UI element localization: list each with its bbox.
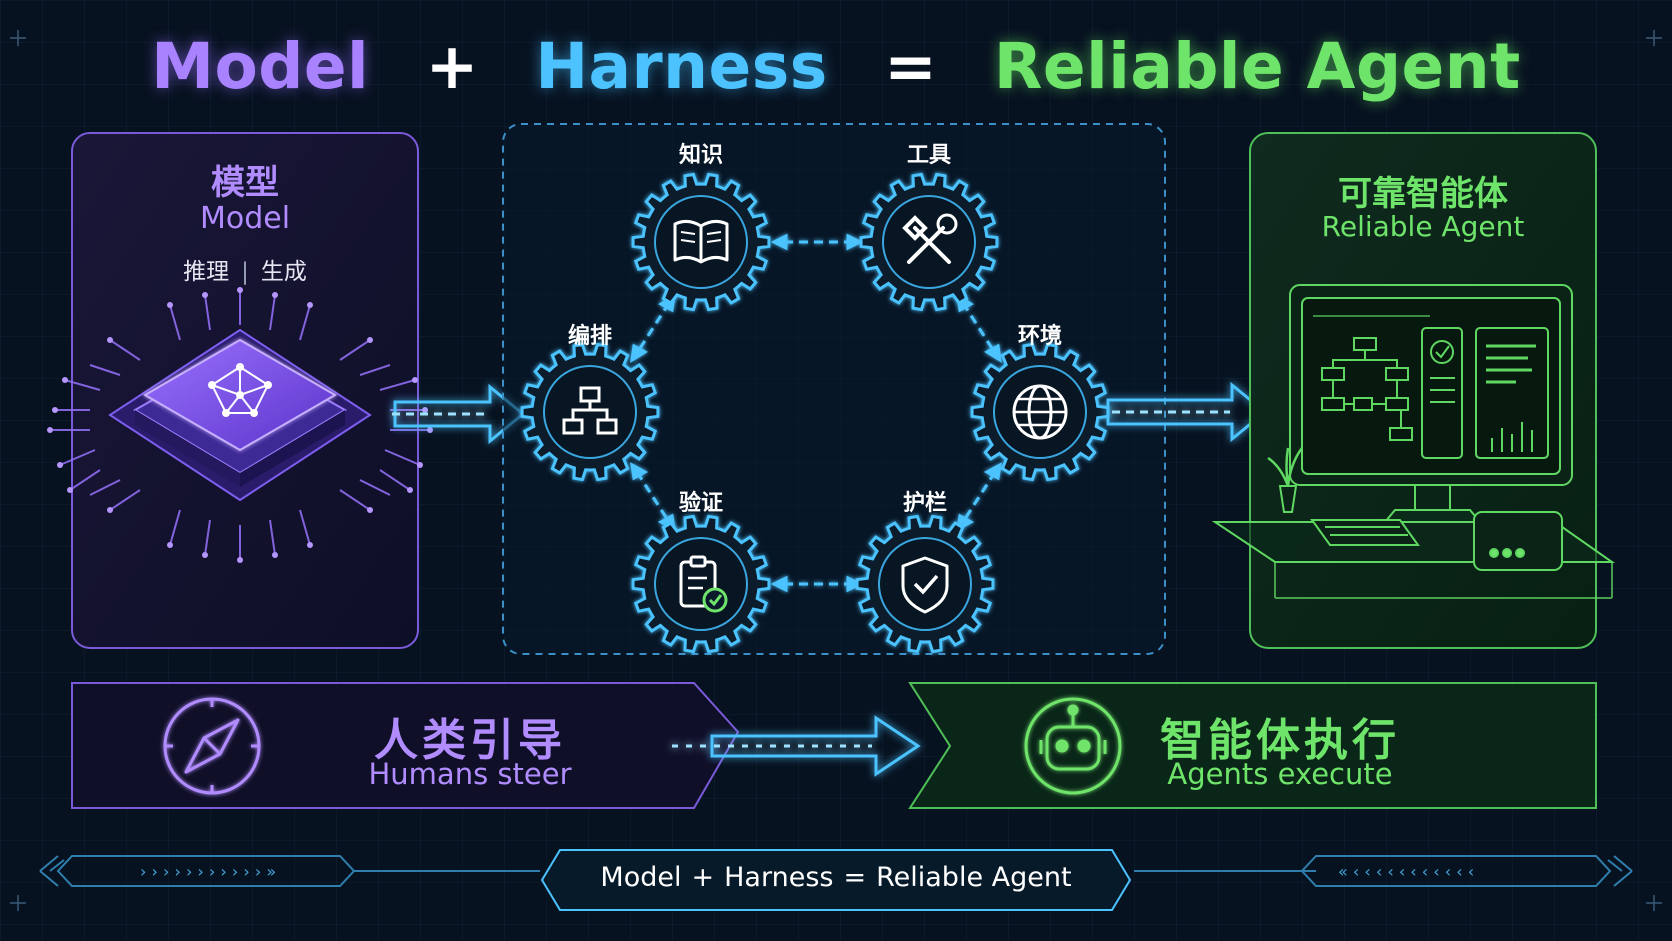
footer-model: Model [600, 862, 682, 893]
model-subtitle: 推理 | 生成 [72, 252, 418, 286]
gear-clipboard-check [631, 514, 771, 654]
tools-icon [902, 213, 958, 264]
compass-icon [163, 697, 261, 795]
model-title-zh: 模型 [211, 163, 279, 203]
model-title-en: Model [199, 201, 291, 236]
harness-gears [520, 172, 1110, 654]
gear-label-guardrails: 护栏 [902, 491, 948, 516]
workstation-icon [1211, 284, 1616, 599]
svg-text:« ‹ ‹ ‹ ‹ ‹ ‹ ‹ ‹ ‹ ‹ ‹: « ‹ ‹ ‹ ‹ ‹ ‹ ‹ ‹ ‹ ‹ ‹ [1338, 862, 1474, 881]
agent-title-en: Reliable Agent [1321, 210, 1525, 243]
footer-agent: Reliable Agent [876, 862, 1072, 893]
shield-check-icon [901, 556, 949, 614]
corner-marks [10, 30, 1662, 911]
gear-globe [970, 342, 1110, 482]
page-title: Model + Harness = Reliable Agent [0, 30, 1672, 103]
gear-label-knowledge: 知识 [678, 143, 724, 168]
gear-book [631, 172, 771, 312]
steer-panel [71, 682, 740, 809]
title-plus: + [425, 30, 479, 103]
footer-chevrons: › › › › › › › › › › › » « ‹ ‹ ‹ ‹ ‹ ‹ ‹ … [140, 862, 1474, 881]
footer-plus: + [691, 862, 715, 893]
model-sub-reasoning: 推理 [183, 259, 230, 285]
title-equals: = [884, 30, 938, 103]
agent-title-zh: 可靠智能体 [1338, 174, 1508, 214]
steer-title-zh: 人类引导 [374, 715, 566, 766]
execute-panel [908, 682, 1597, 809]
footer-formula: Model + Harness = Reliable Agent [560, 862, 1112, 893]
model-sub-separator: | [241, 259, 249, 285]
title-model: Model [151, 30, 370, 103]
gear-label-verification: 验证 [678, 491, 724, 516]
execute-title-en: Agents execute [1167, 757, 1393, 791]
gear-inner-ring [543, 365, 637, 459]
model-sub-generation: 生成 [260, 259, 307, 285]
gear-shield-check [855, 514, 995, 654]
steer-title-en: Humans steer [368, 757, 572, 791]
gear-label-environment: 环境 [1017, 324, 1063, 349]
arrow-harness-to-agent [1106, 381, 1268, 443]
ai-chip-icon [47, 287, 433, 563]
execute-title-zh: 智能体执行 [1160, 715, 1400, 766]
gear-tools [859, 172, 999, 312]
footer-harness: Harness [724, 862, 834, 893]
robot-icon [1024, 697, 1122, 795]
footer-decoration [39, 849, 1633, 911]
clipboard-check-icon [679, 555, 728, 613]
gear-inner-ring [878, 537, 972, 631]
footer-equals: = [843, 862, 867, 893]
svg-text:› › › › › › › › › › › »: › › › › › › › › › › › » [140, 862, 276, 881]
gear-inner-ring [654, 537, 748, 631]
gear-label-tools: 工具 [906, 143, 952, 168]
title-harness: Harness [535, 30, 828, 103]
globe-icon [1012, 384, 1068, 440]
title-agent: Reliable Agent [993, 30, 1521, 103]
flowchart-icon [562, 386, 618, 435]
arrow-steer-to-execute [672, 715, 921, 777]
gear-flowchart [520, 342, 660, 482]
book-icon [673, 219, 729, 264]
gear-label-orchestration: 编排 [567, 324, 613, 349]
